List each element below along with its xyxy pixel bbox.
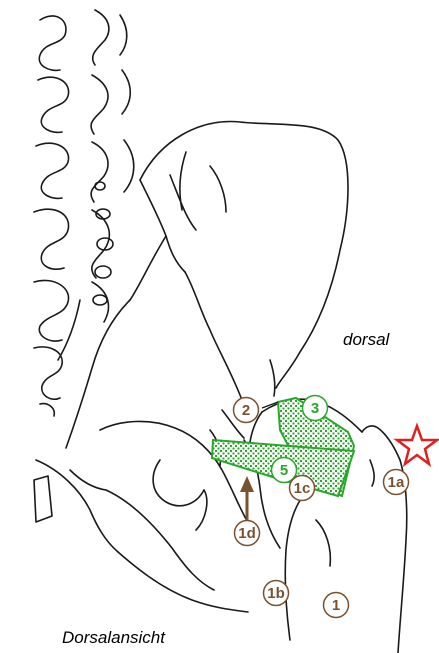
view-label: Dorsalansicht — [62, 628, 166, 647]
marker-1d: 1d — [235, 521, 260, 546]
arrow-up-icon — [240, 476, 254, 522]
svg-text:1b: 1b — [267, 585, 285, 602]
svg-text:5: 5 — [280, 462, 288, 479]
marker-1a: 1a — [384, 470, 409, 495]
star-icon — [397, 426, 437, 464]
marker-2: 2 — [234, 398, 259, 423]
ilium-outline — [34, 122, 348, 612]
marker-1: 1 — [324, 593, 349, 618]
orientation-label: dorsal — [343, 330, 391, 349]
svg-text:1a: 1a — [388, 474, 405, 491]
marker-3: 3 — [303, 396, 328, 421]
svg-text:3: 3 — [311, 400, 319, 417]
svg-text:1d: 1d — [238, 525, 256, 542]
marker-1b: 1b — [264, 581, 289, 606]
svg-text:1c: 1c — [294, 480, 311, 497]
marker-1c: 1c — [290, 476, 315, 501]
spine-outline — [34, 10, 134, 416]
svg-text:2: 2 — [242, 402, 250, 419]
svg-text:1: 1 — [332, 597, 340, 614]
